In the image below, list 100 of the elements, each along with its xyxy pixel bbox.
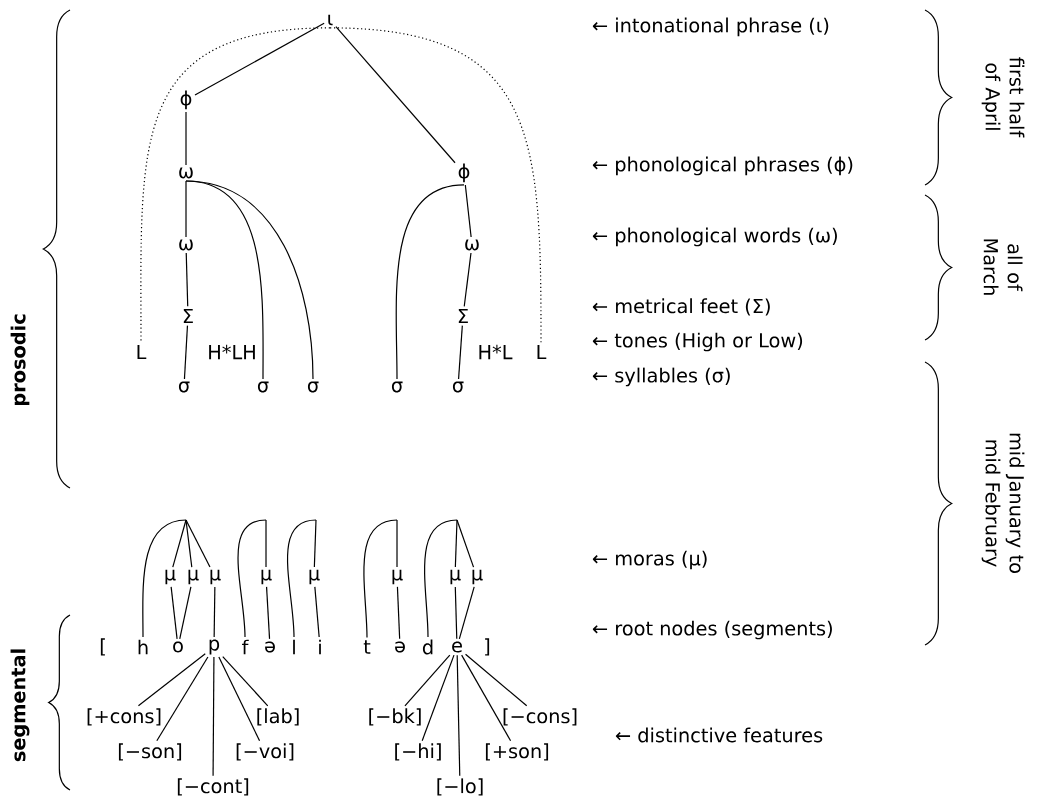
feature-label: [lab]	[257, 708, 299, 726]
mora-symbol: μ	[309, 569, 320, 585]
feature-label: [+cons]	[87, 708, 161, 726]
feature-label: [−cont]	[177, 778, 249, 796]
association-line	[396, 519, 398, 568]
association-line	[464, 184, 472, 238]
association-line	[457, 325, 463, 380]
dotted-arc	[329, 27, 542, 343]
tier-label: ← intonational phrase (ι)	[592, 17, 829, 37]
association-line	[172, 519, 187, 568]
tier-label: ← phonological words (ω)	[592, 227, 837, 247]
feature-label: [−cons]	[503, 708, 577, 726]
association-line	[396, 586, 401, 640]
feature-label: [+son]	[485, 743, 549, 761]
association-line	[314, 586, 320, 638]
association-line	[456, 519, 475, 568]
association-line	[222, 655, 269, 707]
association-line	[185, 252, 189, 307]
tier-symbol: ω	[179, 239, 193, 251]
period-label: mid January to mid February	[981, 433, 1025, 573]
period-label: first half of April	[981, 57, 1025, 138]
association-line	[185, 180, 314, 380]
association-line	[183, 325, 189, 380]
association-line	[179, 586, 192, 640]
association-line	[137, 653, 206, 707]
association-line	[461, 654, 512, 742]
tier-label: ← syllables (σ)	[592, 367, 730, 387]
feature-label: [−bk]	[369, 708, 421, 726]
mora-symbol: μ	[450, 569, 461, 585]
association-line	[142, 519, 187, 638]
segment-symbol: i	[319, 639, 321, 655]
mora-symbol: μ	[472, 569, 483, 585]
mora-symbol: μ	[392, 569, 403, 585]
association-line	[185, 180, 187, 238]
association-line	[185, 519, 193, 568]
segment-symbol: p	[209, 639, 220, 655]
association-line	[424, 519, 458, 638]
tier-label: ← root nodes (segments)	[592, 620, 832, 640]
tone-label: L	[137, 344, 147, 360]
tier-label: ← distinctive features	[615, 727, 823, 743]
segment-symbol: f	[242, 639, 249, 655]
mora-symbol: μ	[210, 569, 221, 585]
feature-label: [−lo]	[437, 778, 483, 796]
segment-symbol: o	[173, 641, 183, 653]
tier-label: ← tones (High or Low)	[592, 332, 803, 352]
period-label: all of March	[983, 239, 1023, 295]
segment-symbol: e	[452, 641, 462, 653]
segment-symbol: l	[293, 639, 295, 655]
association-line	[335, 26, 456, 164]
bracket: ]	[485, 638, 490, 656]
association-line	[421, 654, 455, 742]
association-line	[454, 586, 458, 640]
association-line	[185, 519, 211, 568]
segment-symbol: ə	[395, 641, 405, 653]
association-line	[218, 656, 261, 742]
association-line	[363, 519, 398, 639]
segment-symbol: t	[363, 640, 371, 654]
segment-symbol: d	[422, 639, 433, 655]
tier-symbol: ϕ	[458, 163, 470, 183]
association-line	[170, 586, 178, 640]
tier-symbol: σ	[452, 381, 464, 393]
mora-symbol: μ	[188, 569, 199, 585]
feature-label: [−hi]	[395, 743, 441, 761]
association-line	[185, 111, 187, 166]
association-line	[456, 654, 461, 777]
feature-label: [−voi]	[236, 743, 294, 761]
association-line	[237, 519, 267, 638]
tier-symbol: ω	[465, 239, 479, 251]
association-line	[156, 656, 209, 742]
bracket: [	[100, 638, 105, 656]
dotted-arc	[140, 27, 331, 343]
association-line	[464, 653, 528, 707]
tier-symbol: σ	[307, 381, 319, 393]
association-line	[286, 519, 317, 638]
mora-symbol: μ	[165, 569, 176, 585]
tier-label: ← moras (μ)	[592, 550, 707, 570]
association-line	[454, 519, 458, 568]
association-line	[463, 252, 472, 307]
tier-label: ← metrical feet (Σ)	[592, 298, 770, 316]
tone-label: H*L	[479, 344, 513, 360]
tone-label: L	[537, 344, 547, 360]
tier-symbol: Σ	[458, 308, 468, 324]
association-line	[313, 519, 317, 568]
tier-symbol: ϕ	[180, 90, 192, 110]
association-line	[194, 22, 325, 96]
tier-symbol: ω	[179, 167, 193, 179]
association-line	[458, 586, 475, 640]
association-line	[404, 654, 451, 707]
tier-symbol: σ	[257, 381, 269, 393]
tier-label: ← phonological phrases (ϕ)	[592, 156, 853, 176]
mora-symbol: μ	[261, 569, 272, 585]
domain-label: prosodic	[10, 314, 30, 406]
tier-symbol: σ	[391, 381, 403, 393]
domain-label: segmental	[10, 649, 30, 762]
tier-symbol: σ	[178, 381, 190, 393]
association-line	[265, 519, 267, 568]
feature-label: [−son]	[118, 743, 182, 761]
tier-symbol: ι	[328, 14, 333, 26]
segment-symbol: ə	[265, 641, 275, 653]
tier-symbol: Σ	[183, 308, 193, 324]
